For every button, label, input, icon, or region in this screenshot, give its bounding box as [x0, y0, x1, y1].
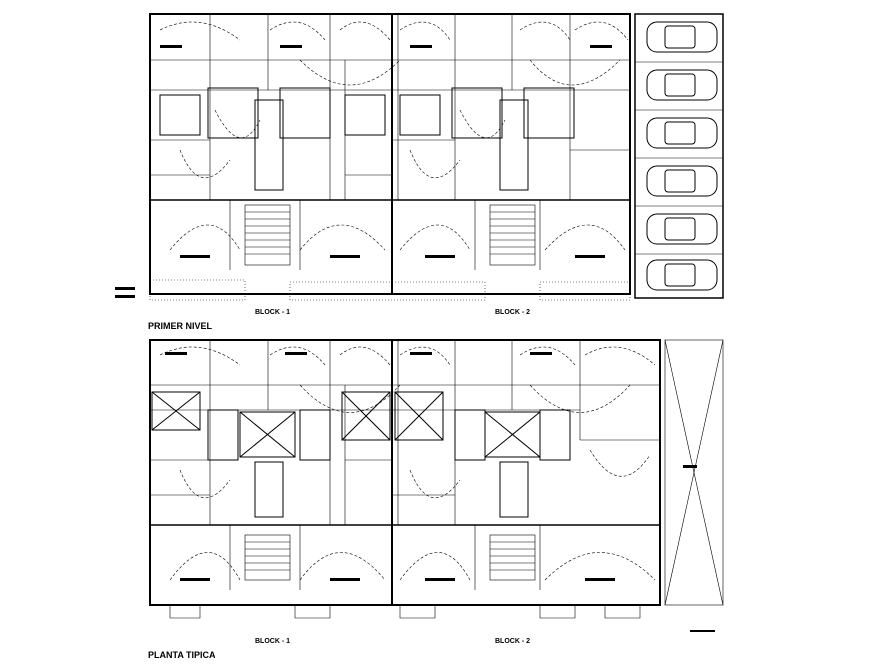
primer-nivel-plan — [115, 13, 724, 301]
block1-label-bottom: BLOCK - 1 — [255, 638, 290, 645]
block2-label-bottom: BLOCK - 2 — [495, 638, 530, 645]
planta-tipica-plan — [149, 339, 724, 632]
primer-nivel-title: PRIMER NIVEL — [148, 321, 213, 331]
car-icons — [646, 21, 718, 291]
block2-label-top: BLOCK - 2 — [495, 309, 530, 316]
planta-tipica-title: PLANTA TIPICA — [148, 650, 216, 660]
block1-label-top: BLOCK - 1 — [255, 309, 290, 316]
